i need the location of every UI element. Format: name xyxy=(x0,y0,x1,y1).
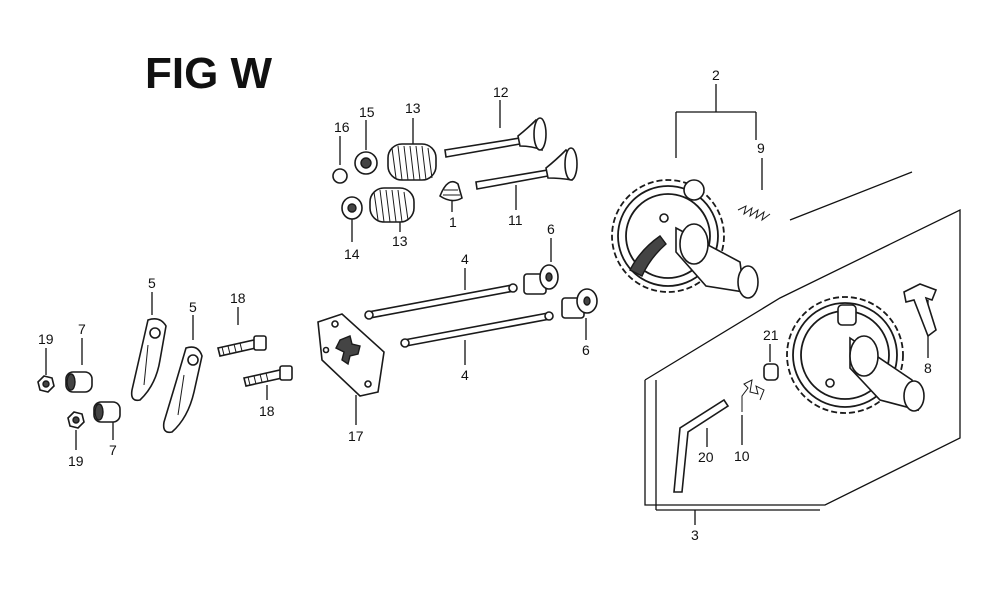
callout-9: 9 xyxy=(757,140,765,156)
part-7-pivot-upper xyxy=(65,371,93,393)
part-16-valve-keeper xyxy=(332,168,348,184)
part-4-push-rod-upper xyxy=(364,283,518,320)
part-19-pivot-nut-lower xyxy=(67,411,85,429)
part-9-spring xyxy=(737,205,771,222)
callout-7-lower: 7 xyxy=(109,442,117,458)
callout-5-left: 5 xyxy=(148,275,156,291)
callout-18-lower: 18 xyxy=(259,403,275,419)
callout-5-right: 5 xyxy=(189,299,197,315)
callout-13-upper: 13 xyxy=(405,100,421,116)
callouts: 16 15 13 12 14 13 1 11 2 9 4 4 6 6 5 5 7… xyxy=(38,67,932,543)
part-10-spring xyxy=(741,379,765,412)
callout-18-upper: 18 xyxy=(230,290,246,306)
part-18-pivot-bolt-lower xyxy=(243,365,293,387)
callout-10: 10 xyxy=(734,448,750,464)
part-7-pivot-lower xyxy=(93,401,121,423)
callout-12: 12 xyxy=(493,84,509,100)
part-5-rocker-arm-left xyxy=(130,318,167,402)
part-12-valve-intake xyxy=(444,117,547,158)
part-13-valve-spring-upper xyxy=(387,143,437,181)
part-19-pivot-nut-upper xyxy=(37,375,55,393)
callout-17: 17 xyxy=(348,428,364,444)
part-13-valve-spring-lower xyxy=(369,187,415,223)
part-2-camshaft-shaft xyxy=(675,223,759,299)
part-21-pin xyxy=(763,363,779,381)
part-18-pivot-bolt-upper xyxy=(217,335,267,357)
callout-8: 8 xyxy=(924,360,932,376)
part-5-rocker-arm-right xyxy=(162,346,203,434)
callout-16: 16 xyxy=(334,119,350,135)
callout-20: 20 xyxy=(698,449,714,465)
part-3-camshaft-shaft xyxy=(849,335,925,412)
part-1-stem-seal xyxy=(439,180,463,202)
part-11-valve-exhaust xyxy=(475,147,578,190)
callout-21: 21 xyxy=(763,327,779,343)
part-6-tappet-lower xyxy=(561,288,598,319)
part-4-push-rod-lower xyxy=(400,311,554,348)
callout-11: 11 xyxy=(508,212,523,228)
callout-6-lower: 6 xyxy=(582,342,590,358)
callout-19-lower: 19 xyxy=(68,453,84,469)
callout-14: 14 xyxy=(344,246,360,262)
part-8-decomp-weight xyxy=(903,283,938,338)
callout-13-lower: 13 xyxy=(392,233,408,249)
callout-19-upper: 19 xyxy=(38,331,54,347)
part-6-tappet-upper xyxy=(523,264,559,295)
part-15-spring-retainer xyxy=(354,151,378,175)
callout-15: 15 xyxy=(359,104,375,120)
callout-7-upper: 7 xyxy=(78,321,86,337)
part-17-guide-plate xyxy=(317,313,385,397)
part-3-camshaft-gear xyxy=(786,296,904,414)
figure-title: FIG W xyxy=(145,49,273,98)
callout-6-upper: 6 xyxy=(547,221,555,237)
callout-4-lower: 4 xyxy=(461,367,469,383)
callout-1: 1 xyxy=(449,214,457,230)
callout-2: 2 xyxy=(712,67,720,83)
callout-4-upper: 4 xyxy=(461,251,469,267)
kit-boundary xyxy=(644,171,961,511)
callout-3: 3 xyxy=(691,527,699,543)
part-20-hex-key xyxy=(673,398,730,493)
part-14-spring-retainer xyxy=(341,196,363,220)
